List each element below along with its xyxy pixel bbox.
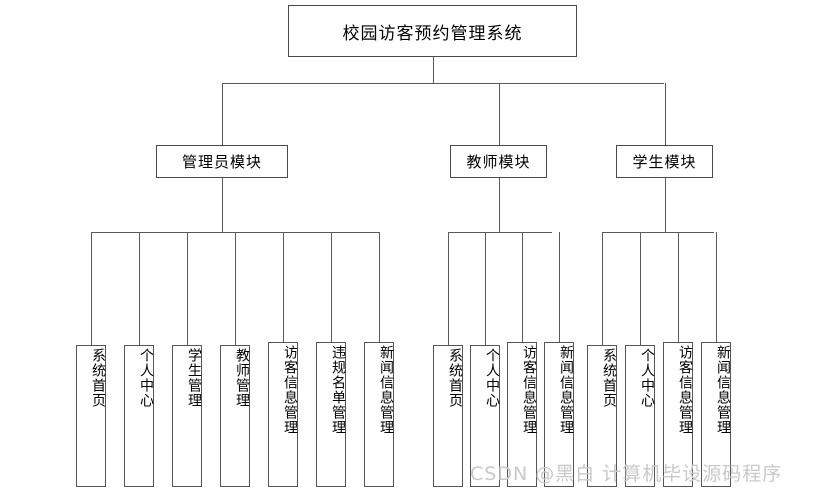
leaf-drop-admin-2 bbox=[187, 232, 188, 345]
leaf-node-admin-6[interactable]: 新闻信息管理 bbox=[364, 342, 394, 487]
leaf-drop-admin-6 bbox=[379, 232, 380, 342]
leaf-drop-teacher-2 bbox=[522, 232, 523, 342]
leaf-drop-admin-0 bbox=[91, 232, 92, 345]
leaf-node-teacher-2[interactable]: 访客信息管理 bbox=[507, 342, 537, 487]
module-node-admin[interactable]: 管理员模块 bbox=[156, 145, 288, 178]
leaf-drop-teacher-3 bbox=[559, 232, 560, 342]
leaf-node-label: 学生管理 bbox=[186, 348, 202, 408]
leaf-drop-student-0 bbox=[602, 232, 603, 345]
leaf-node-label: 系统首页 bbox=[90, 348, 106, 408]
leaf-node-teacher-0[interactable]: 系统首页 bbox=[433, 345, 463, 487]
leaf-node-student-2[interactable]: 访客信息管理 bbox=[663, 342, 693, 487]
leaf-drop-admin-4 bbox=[283, 232, 284, 342]
leaf-drop-student-1 bbox=[640, 232, 641, 345]
leaf-node-admin-1[interactable]: 个人中心 bbox=[124, 345, 154, 487]
leaf-drop-teacher-1 bbox=[485, 232, 486, 345]
leaf-node-admin-5[interactable]: 违规名单管理 bbox=[316, 342, 346, 487]
module-node-student[interactable]: 学生模块 bbox=[616, 145, 713, 178]
root-node[interactable]: 校园访客预约管理系统 bbox=[288, 5, 577, 57]
child-bus-student bbox=[602, 232, 714, 233]
module-drop-teacher bbox=[499, 83, 500, 145]
leaf-node-label: 访客信息管理 bbox=[282, 345, 298, 435]
leaf-drop-student-2 bbox=[678, 232, 679, 342]
module-stem-student bbox=[665, 178, 666, 232]
leaf-drop-student-3 bbox=[716, 232, 717, 342]
leaf-drop-admin-1 bbox=[139, 232, 140, 345]
leaf-node-label: 新闻信息管理 bbox=[378, 345, 394, 435]
leaf-node-label: 新闻信息管理 bbox=[715, 345, 731, 435]
root-stem bbox=[433, 57, 434, 83]
module-node-label: 学生模块 bbox=[632, 153, 697, 171]
child-bus-teacher bbox=[448, 232, 552, 233]
leaf-node-label: 教师管理 bbox=[234, 348, 250, 408]
leaf-node-teacher-3[interactable]: 新闻信息管理 bbox=[544, 342, 574, 487]
leaf-node-label: 个人中心 bbox=[484, 348, 500, 408]
leaf-drop-admin-5 bbox=[331, 232, 332, 342]
leaf-node-admin-0[interactable]: 系统首页 bbox=[76, 345, 106, 487]
leaf-node-student-3[interactable]: 新闻信息管理 bbox=[701, 342, 731, 487]
leaf-node-label: 系统首页 bbox=[447, 348, 463, 408]
module-stem-admin bbox=[222, 178, 223, 232]
leaf-node-student-1[interactable]: 个人中心 bbox=[625, 345, 655, 487]
root-bus bbox=[222, 83, 664, 84]
leaf-node-label: 访客信息管理 bbox=[521, 345, 537, 435]
leaf-node-label: 个人中心 bbox=[639, 348, 655, 408]
leaf-node-label: 系统首页 bbox=[601, 348, 617, 408]
leaf-node-student-0[interactable]: 系统首页 bbox=[587, 345, 617, 487]
leaf-node-label: 访客信息管理 bbox=[677, 345, 693, 435]
leaf-node-admin-4[interactable]: 访客信息管理 bbox=[268, 342, 298, 487]
leaf-drop-teacher-0 bbox=[448, 232, 449, 345]
leaf-node-admin-3[interactable]: 教师管理 bbox=[220, 345, 250, 487]
leaf-node-admin-2[interactable]: 学生管理 bbox=[172, 345, 202, 487]
module-node-label: 教师模块 bbox=[466, 153, 531, 171]
root-node-label: 校园访客预约管理系统 bbox=[342, 23, 523, 44]
leaf-node-label: 违规名单管理 bbox=[330, 345, 346, 435]
module-node-label: 管理员模块 bbox=[181, 153, 262, 171]
module-node-teacher[interactable]: 教师模块 bbox=[450, 145, 547, 178]
module-stem-teacher bbox=[499, 178, 500, 232]
leaf-node-label: 新闻信息管理 bbox=[558, 345, 574, 435]
module-drop-student bbox=[665, 83, 666, 145]
leaf-node-teacher-1[interactable]: 个人中心 bbox=[470, 345, 500, 487]
leaf-drop-admin-3 bbox=[235, 232, 236, 345]
module-drop-admin bbox=[222, 83, 223, 145]
leaf-node-label: 个人中心 bbox=[138, 348, 154, 408]
